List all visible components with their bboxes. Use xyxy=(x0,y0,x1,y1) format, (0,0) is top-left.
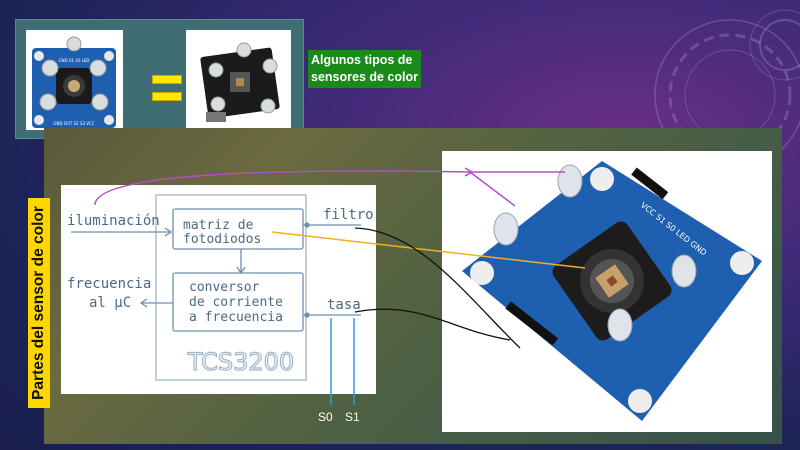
side-title-text: Partes del sensor de color xyxy=(30,206,47,400)
equals-sign xyxy=(152,75,182,111)
sensor-thumbnail-black xyxy=(186,30,291,130)
svg-text:GND S1 S0 LED: GND S1 S0 LED xyxy=(59,58,90,63)
side-title: Partes del sensor de color xyxy=(28,198,50,408)
label-conversor-2: de corriente xyxy=(189,295,283,310)
sensor-types-caption: Algunos tipos de sensores de color xyxy=(308,50,421,88)
tcs3200-block-diagram: iluminación matriz de fotodiodos filtro … xyxy=(61,185,376,394)
label-matriz-1: matriz de xyxy=(183,218,254,233)
chip-name: TCS3200 xyxy=(187,348,294,376)
label-conversor-3: a frecuencia xyxy=(189,310,283,325)
label-frecuencia-1: frecuencia xyxy=(67,276,151,292)
label-conversor-1: conversor xyxy=(189,280,260,295)
label-tasa: tasa xyxy=(327,297,361,313)
label-frecuencia-2: al μC xyxy=(89,295,131,311)
s1-label: S1 xyxy=(345,410,360,424)
s0-label: S0 xyxy=(318,410,333,424)
sensor-types-panel: GND S1 S0 LED GND OUT S2 S3 VCC xyxy=(15,19,304,139)
label-filtro: filtro xyxy=(323,207,374,223)
sensor-board-photo: VCC S1 S0 LED GND GND OUT S2 S3 VCC xyxy=(442,151,772,432)
svg-text:GND OUT S2 S3 VCC: GND OUT S2 S3 VCC xyxy=(53,121,94,126)
sensor-thumbnail-blue: GND S1 S0 LED GND OUT S2 S3 VCC xyxy=(26,30,123,130)
label-matriz-2: fotodiodos xyxy=(183,232,261,247)
label-iluminacion: iluminación xyxy=(67,213,160,229)
